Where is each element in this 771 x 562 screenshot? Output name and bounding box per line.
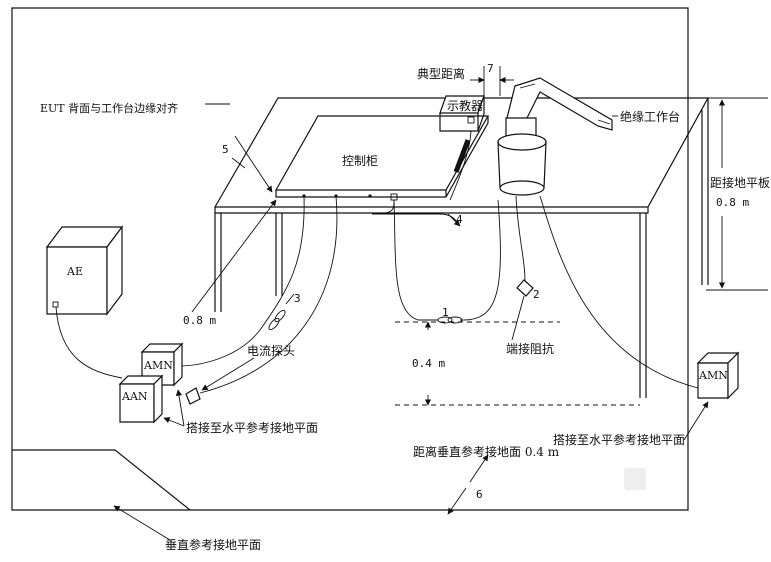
table-leg-back-right xyxy=(701,98,709,285)
label-control-cabinet: 控制柜 xyxy=(342,154,378,168)
cable-to-1 xyxy=(393,199,438,321)
label-height-04: 0.4 m xyxy=(412,357,445,370)
ae-port xyxy=(52,301,59,308)
pendant-cable xyxy=(449,130,472,201)
ferrite-3b xyxy=(274,309,286,323)
label-current-probe: 电流探头 xyxy=(247,344,295,358)
label-7: 7 xyxy=(487,62,494,75)
amn-left-side xyxy=(173,342,183,387)
robot-arm-detail xyxy=(519,83,611,125)
label-vertical-plane: 垂直参考接地平面 xyxy=(165,537,261,552)
port-dot xyxy=(368,194,372,198)
ae-front xyxy=(46,246,108,315)
vertical-ground-plane-edge xyxy=(12,449,191,511)
bond-arrow-aan xyxy=(163,417,185,427)
table-leg-back-left xyxy=(275,213,283,296)
ae-cable xyxy=(55,306,123,379)
teach-pendant-side xyxy=(439,96,485,132)
table-edge xyxy=(214,207,649,214)
robot-joint xyxy=(505,117,537,137)
bond-arrow-right xyxy=(683,401,709,441)
cable-to-2 xyxy=(515,195,526,291)
leader-2 xyxy=(511,295,525,341)
leader-eut-align xyxy=(234,135,273,193)
ae-side xyxy=(106,225,123,316)
current-probe xyxy=(185,387,201,405)
dist6-down xyxy=(447,487,467,515)
label-dist-vertical: 距离垂直参考接地面 0.4 m xyxy=(413,444,560,459)
ferrite-1b xyxy=(447,316,463,324)
cable-to-aan xyxy=(199,195,338,394)
label-insulated-table: 绝缘工作台 xyxy=(620,109,680,124)
robot-arm xyxy=(506,77,613,131)
cable-from-1 xyxy=(459,199,501,321)
dim-ext-lines xyxy=(706,97,768,291)
ferrite-1a xyxy=(437,316,453,324)
label-bond-left: 搭接至水平参考接地平面 xyxy=(186,420,318,435)
table-leg-front-right xyxy=(639,213,647,398)
dist6-up xyxy=(469,454,489,483)
label-5: 5 xyxy=(222,143,229,156)
table-leg-front-left xyxy=(214,213,222,312)
robot-base xyxy=(497,141,547,189)
label-amn-left: AMN xyxy=(143,359,173,372)
robot-base-top xyxy=(497,133,547,151)
label-terminal-impedance: 端接阻抗 xyxy=(506,341,554,356)
label-amn-right: AMN xyxy=(698,369,728,382)
label-bond-right: 搭接至水平参考接地平面 xyxy=(553,432,685,447)
control-cabinet-side xyxy=(275,116,489,198)
leader-3 xyxy=(285,293,295,305)
label-pendant: 示教器 xyxy=(447,98,483,113)
label-typical-distance: 典型距离 xyxy=(417,66,465,81)
bond-arrow-amn xyxy=(175,389,185,427)
room-frame xyxy=(11,7,689,511)
terminal-impedance xyxy=(516,279,534,297)
label-6: 6 xyxy=(476,488,483,501)
corner-marker xyxy=(624,468,646,490)
label-aan: AAN xyxy=(121,390,148,403)
pendant-port xyxy=(467,116,475,124)
label-eut-align: EUT 背面与工作台边缘对齐 xyxy=(40,101,178,115)
label-3: 3 xyxy=(294,292,301,305)
aan-side xyxy=(153,374,163,424)
cable-to-amn xyxy=(177,195,305,367)
dim-08-left xyxy=(191,199,277,313)
label-2: 2 xyxy=(533,288,540,301)
label-1: 1 xyxy=(442,306,449,319)
cable-to-amn-right xyxy=(539,195,699,389)
leader-5 xyxy=(231,157,246,169)
label-4: 4 xyxy=(456,213,463,226)
vertical-plane-arrow xyxy=(113,505,171,541)
arrow-4 xyxy=(447,213,461,227)
cable-ferrite xyxy=(453,139,471,173)
label-ae: AE xyxy=(66,265,83,278)
amn-right-side xyxy=(727,351,739,400)
arrow-probe xyxy=(201,357,255,391)
label-dist-ground: 距接地平板 xyxy=(710,175,770,190)
ferrite-3a xyxy=(268,317,280,331)
robot-base-bottom xyxy=(499,180,545,196)
label-height-right: 0.8 m xyxy=(716,196,749,209)
label-height-left: 0.8 m xyxy=(183,314,216,327)
cable-4 xyxy=(371,199,459,225)
